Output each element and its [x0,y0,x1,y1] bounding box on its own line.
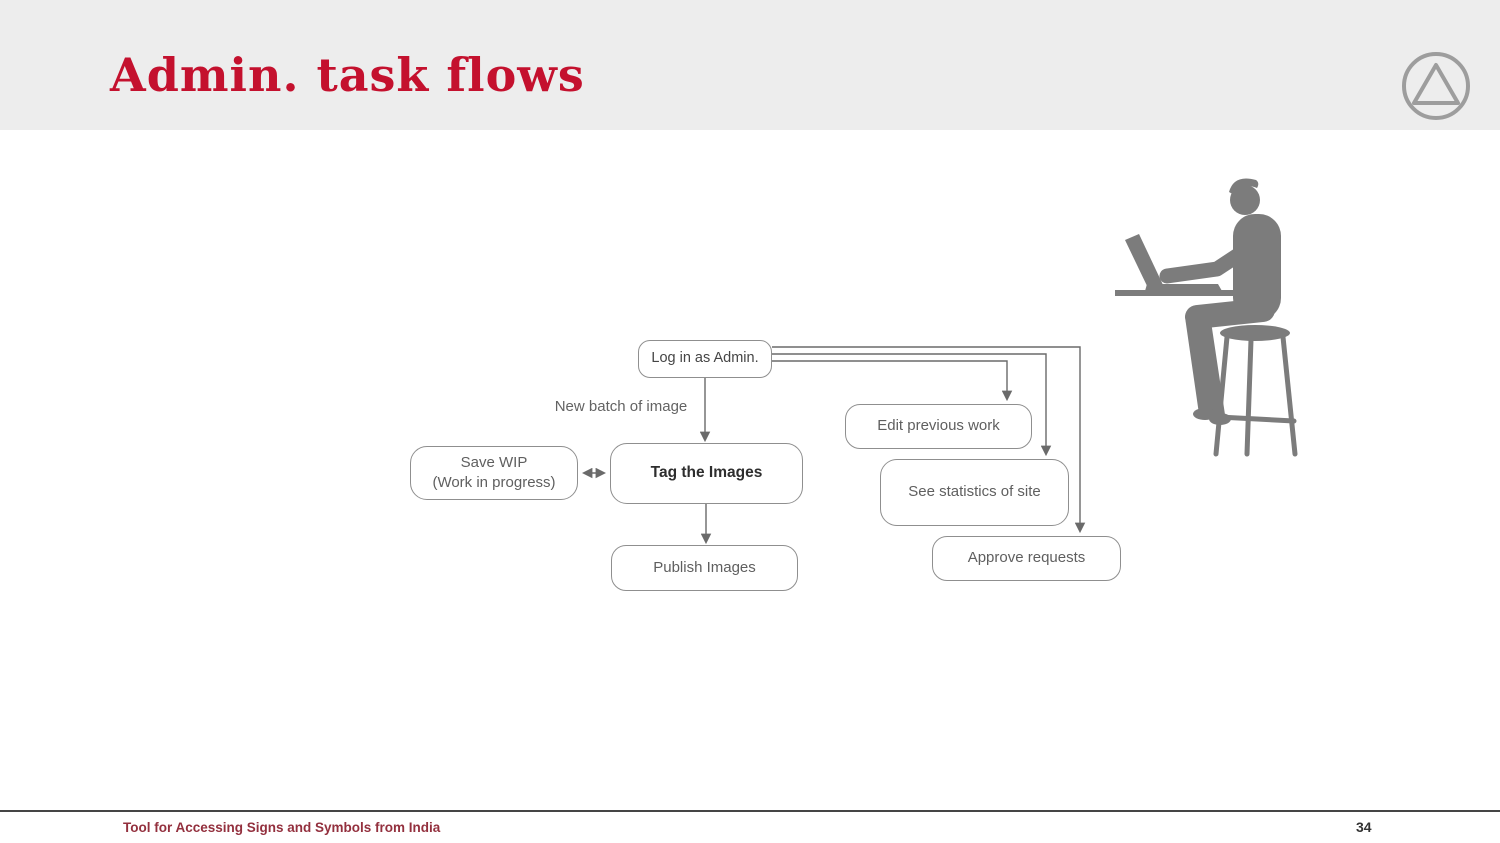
triangle-in-circle-logo-icon [1400,50,1472,122]
leg-back-shape [1199,316,1225,421]
node-label: Log in as Admin. [651,350,759,367]
footer-title: Tool for Accessing Signs and Symbols fro… [123,820,441,835]
stool-rung [1216,414,1297,424]
torso-shape [1233,214,1281,320]
node-tag-the-images: Tag the Images [610,443,803,504]
arrow-login-to-approve [772,346,1086,534]
arm-shape [1159,236,1263,284]
node-label: Tag the Images [650,464,763,482]
node-label: Save WIP [460,453,528,471]
node-approve-requests: Approve requests [932,536,1121,581]
page-number: 34 [1356,819,1372,835]
node-sublabel: (Work in progress) [432,474,556,491]
edge-label-new-batch: New batch of image [554,398,688,415]
node-login-as-admin: Log in as Admin. [638,340,772,378]
laptop-screen-shape [1125,234,1164,290]
node-edit-previous-work: Edit previous work [845,404,1032,449]
thigh-shape [1185,298,1275,329]
footer-divider [0,810,1500,812]
node-save-wip: Save WIP (Work in progress) [410,446,578,500]
node-label: See statistics of site [908,483,1041,501]
desk-shape [1115,290,1243,296]
head-shape [1230,185,1260,215]
person-at-desk-illustration [1115,178,1298,457]
stool-leg-mid [1244,337,1254,457]
node-see-statistics: See statistics of site [880,459,1069,526]
node-label: Approve requests [967,549,1086,567]
slide-header: Admin. task flows [0,0,1500,130]
leg-shape [1185,312,1214,418]
stool-seat-shape [1220,325,1290,341]
arrow-login-to-stats [772,353,1052,457]
node-label: Edit previous work [877,417,1000,435]
node-label: Publish Images [653,558,756,576]
arrow-login-to-edit [772,360,1013,402]
node-publish-images: Publish Images [611,545,798,591]
page-title: Admin. task flows [110,48,585,102]
stool-leg-left [1213,334,1230,457]
stool-leg-right [1280,334,1298,457]
laptop-base-shape [1145,284,1222,291]
